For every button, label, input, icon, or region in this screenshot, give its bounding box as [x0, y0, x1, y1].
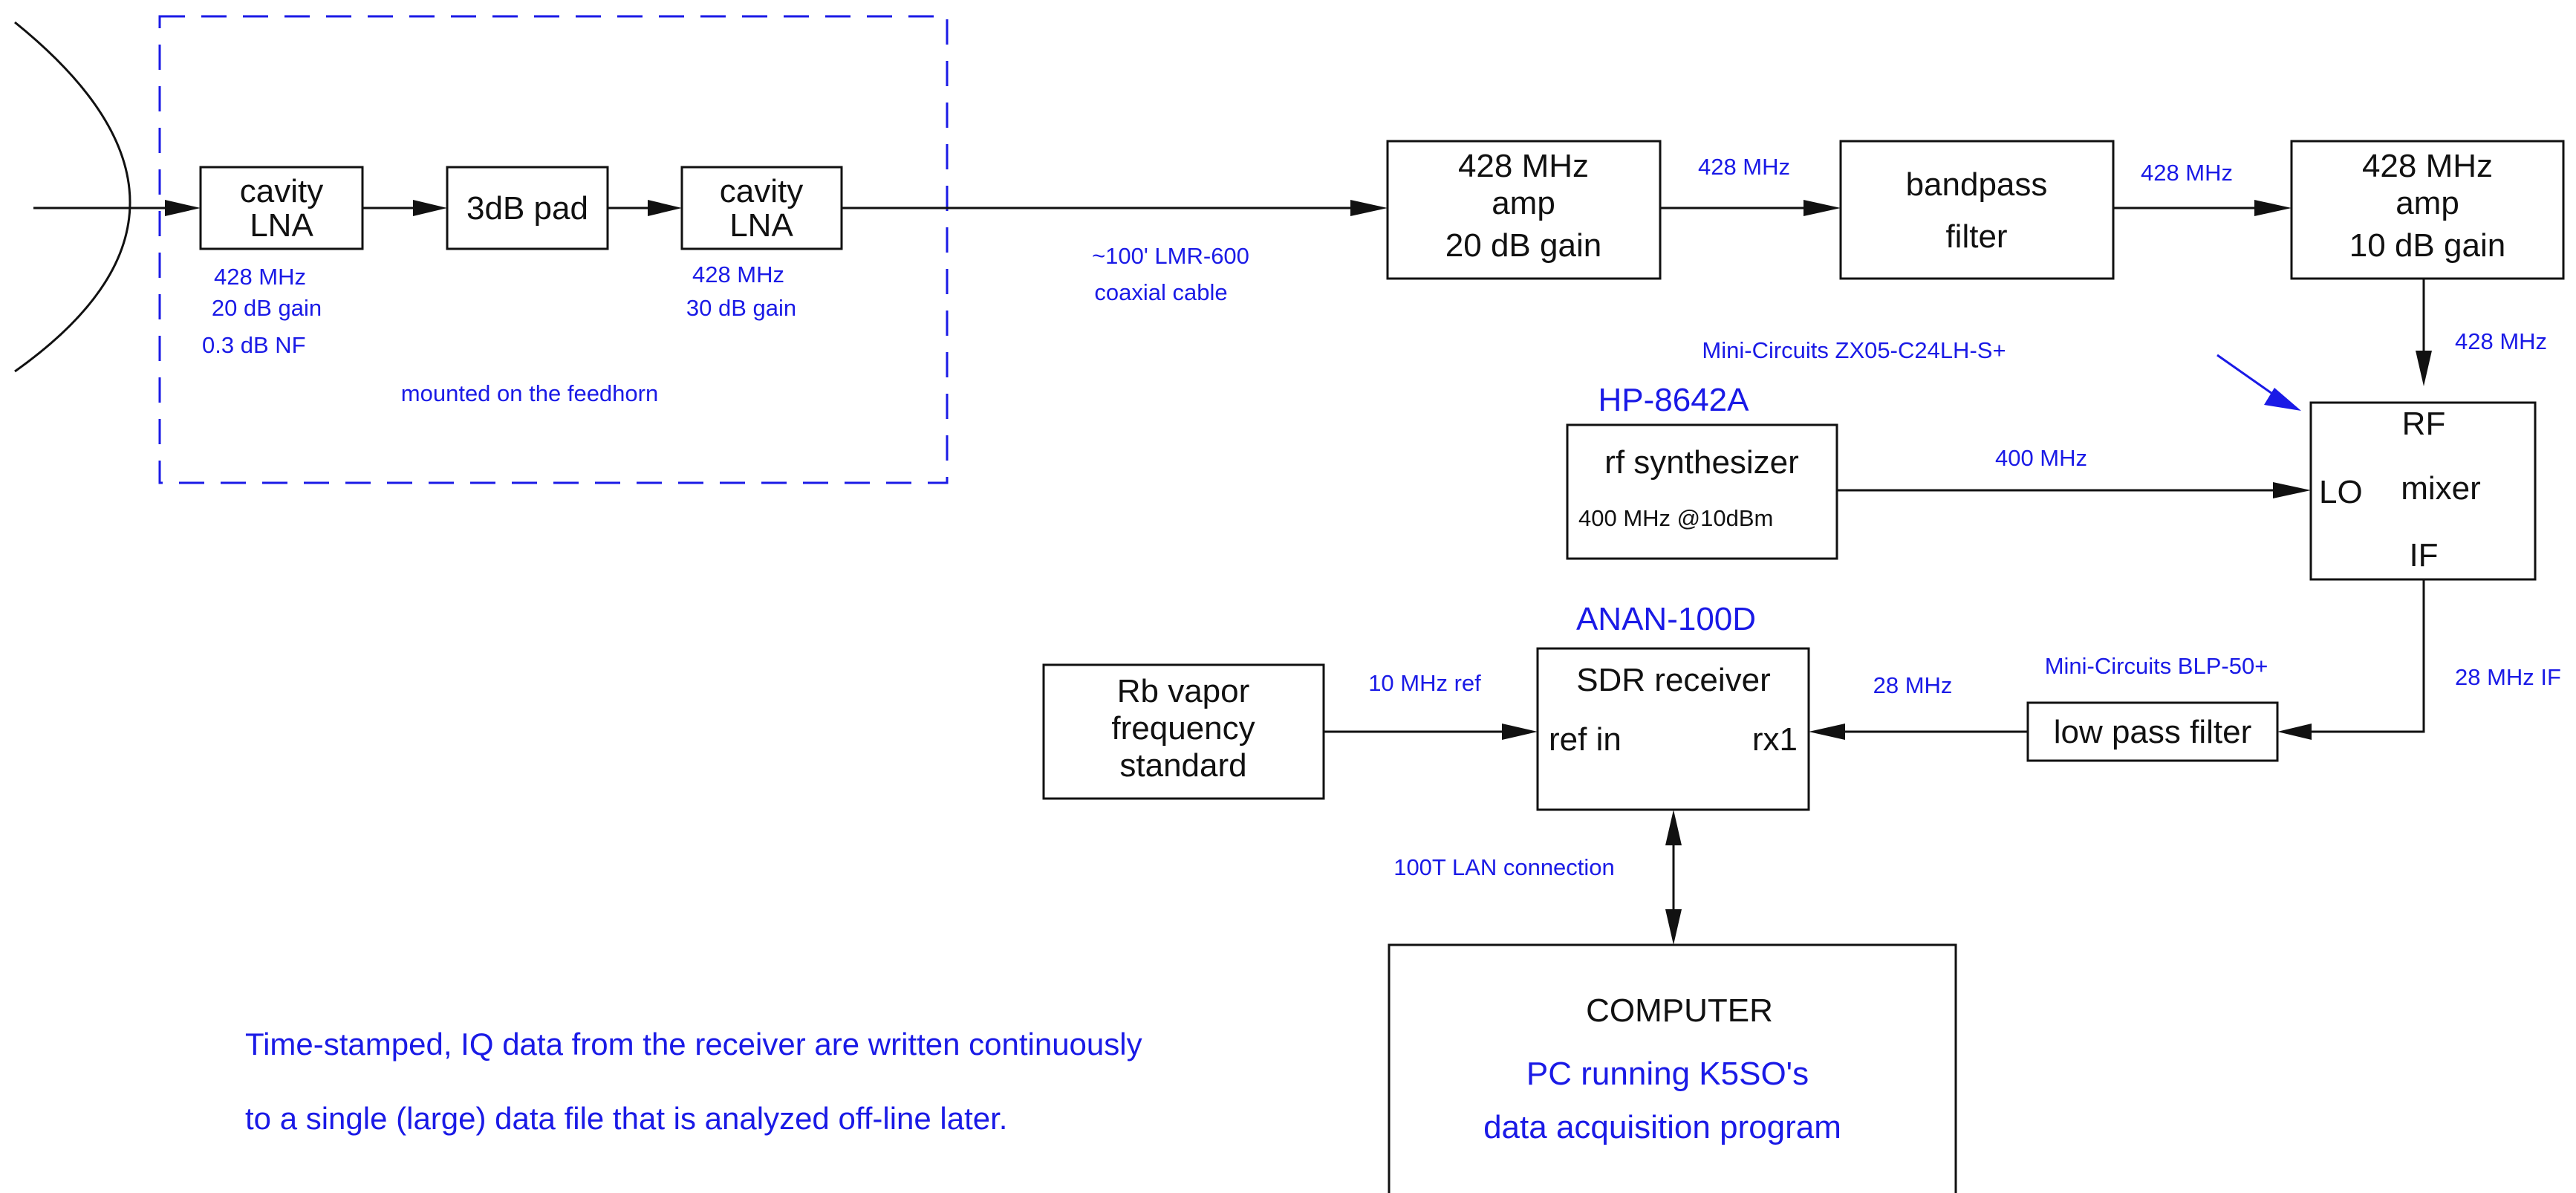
- computer-title: COMPUTER: [1586, 992, 1773, 1029]
- synth-model: HP-8642A: [1598, 382, 1749, 418]
- arrowhead-lpf: [2277, 724, 2312, 740]
- arrowhead-pad: [413, 200, 447, 216]
- link-rb-sdr-label: 10 MHz ref: [1368, 670, 1481, 696]
- rb-standard-block: Rb vapor frequency standard: [1042, 663, 1325, 800]
- arrowhead-bandpass: [1803, 200, 1841, 216]
- lna2-label-line2: LNA: [729, 207, 793, 244]
- lpf-block: low pass filter: [2026, 701, 2279, 762]
- lna2-freq: 428 MHz: [692, 261, 784, 287]
- note-line2: to a single (large) data file that is an…: [245, 1101, 1007, 1136]
- link-lan-label: 100T LAN connection: [1393, 854, 1615, 880]
- link-amp2-mixer-label: 428 MHz: [2455, 328, 2547, 354]
- amp1-line2: amp: [1492, 185, 1555, 221]
- bandpass-line2: filter: [1945, 218, 2007, 255]
- arrowhead-computer-lan: [1665, 909, 1682, 945]
- rb-line3: standard: [1119, 747, 1246, 784]
- lpf-label: low pass filter: [2054, 714, 2252, 750]
- lna1-gain: 20 dB gain: [212, 295, 322, 321]
- bandpass-block: bandpass filter: [1839, 140, 2115, 280]
- mixer-label: mixer: [2401, 470, 2481, 507]
- amp2-line3: 10 dB gain: [2349, 227, 2505, 264]
- lna1-block: cavity LNA: [199, 166, 364, 250]
- sdr-ref-in-port: ref in: [1549, 721, 1622, 758]
- mixer-part-label: Mini-Circuits ZX05-C24LH-S+: [1702, 337, 2006, 363]
- bandpass-line1: bandpass: [1906, 166, 2048, 203]
- sdr-label: SDR receiver: [1576, 662, 1771, 698]
- mixer-part-pointer: [2216, 354, 2275, 397]
- arrowhead-sdr-rx1: [1809, 724, 1845, 740]
- arrowhead-mixer-lo: [2273, 482, 2311, 498]
- lpf-part-label: Mini-Circuits BLP-50+: [2045, 653, 2268, 679]
- amp1-block: 428 MHz amp 20 dB gain: [1386, 140, 1662, 280]
- link-mixer-lpf-label: 28 MHz IF: [2455, 664, 2561, 690]
- lna1-label-line1: cavity: [240, 173, 323, 209]
- arrowhead-lna1: [165, 200, 201, 216]
- sdr-model: ANAN-100D: [1576, 601, 1756, 637]
- feedhorn-enclosure: [158, 15, 949, 484]
- sdr-rx1-port: rx1: [1752, 721, 1798, 758]
- computer-block: COMPUTER PC running K5SO's data acquisit…: [1388, 943, 1957, 1193]
- amp2-line2: amp: [2396, 185, 2459, 221]
- lna1-label-line2: LNA: [250, 207, 313, 244]
- arrowhead-sdr-lan: [1665, 810, 1682, 845]
- amp1-line3: 20 dB gain: [1445, 227, 1601, 264]
- pad-label: 3dB pad: [466, 190, 588, 227]
- lna2-label-line1: cavity: [720, 173, 803, 209]
- arrowhead-amp1: [1350, 200, 1388, 216]
- cable-label-line2: coaxial cable: [1094, 279, 1227, 305]
- enclosure-note: mounted on the feedhorn: [401, 380, 658, 406]
- synth-setting: 400 MHz @10dBm: [1578, 505, 1773, 531]
- computer-line2: data acquisition program: [1483, 1109, 1841, 1145]
- mixer-part-pointer-head: [2264, 388, 2301, 411]
- rb-line1: Rb vapor: [1117, 673, 1250, 709]
- lna2-block: cavity LNA: [680, 166, 843, 250]
- amp2-line1: 428 MHz: [2362, 148, 2493, 184]
- mixer-block: RF LO mixer IF: [2309, 401, 2537, 581]
- wire-mixer-to-lpf: [2295, 579, 2425, 733]
- arrowhead-amp2: [2254, 200, 2292, 216]
- link-lpf-sdr-label: 28 MHz: [1873, 672, 1953, 698]
- cable-label-line1: ~100' LMR-600: [1092, 243, 1249, 269]
- lna2-gain: 30 dB gain: [686, 295, 796, 321]
- link-bandpass-amp2-label: 428 MHz: [2141, 160, 2233, 186]
- amp2-block: 428 MHz amp 10 dB gain: [2290, 140, 2565, 280]
- arrowhead-sdr-refin: [1502, 724, 1538, 740]
- sdr-block: SDR receiver ref in rx1: [1536, 647, 1810, 811]
- arrowhead-lna2: [648, 200, 682, 216]
- pad-block: 3dB pad: [446, 166, 609, 250]
- note-line1: Time-stamped, IQ data from the receiver …: [245, 1027, 1142, 1062]
- synth-label: rf synthesizer: [1604, 444, 1799, 481]
- link-synth-mixer-label: 400 MHz: [1995, 445, 2087, 471]
- rb-line2: frequency: [1111, 710, 1255, 747]
- mixer-rf-port: RF: [2402, 406, 2446, 442]
- mixer-if-port: IF: [2409, 537, 2438, 573]
- arrowhead-mixer-rf: [2416, 351, 2432, 386]
- synth-block: rf synthesizer 400 MHz @10dBm: [1566, 423, 1838, 560]
- mixer-lo-port: LO: [2319, 474, 2363, 510]
- amp1-line1: 428 MHz: [1458, 148, 1589, 184]
- feedhorn-reflector: [14, 21, 131, 373]
- link-amp1-bandpass-label: 428 MHz: [1698, 154, 1790, 180]
- lna1-freq: 428 MHz: [214, 264, 306, 290]
- lna1-nf: 0.3 dB NF: [202, 332, 306, 358]
- computer-line1: PC running K5SO's: [1526, 1056, 1809, 1092]
